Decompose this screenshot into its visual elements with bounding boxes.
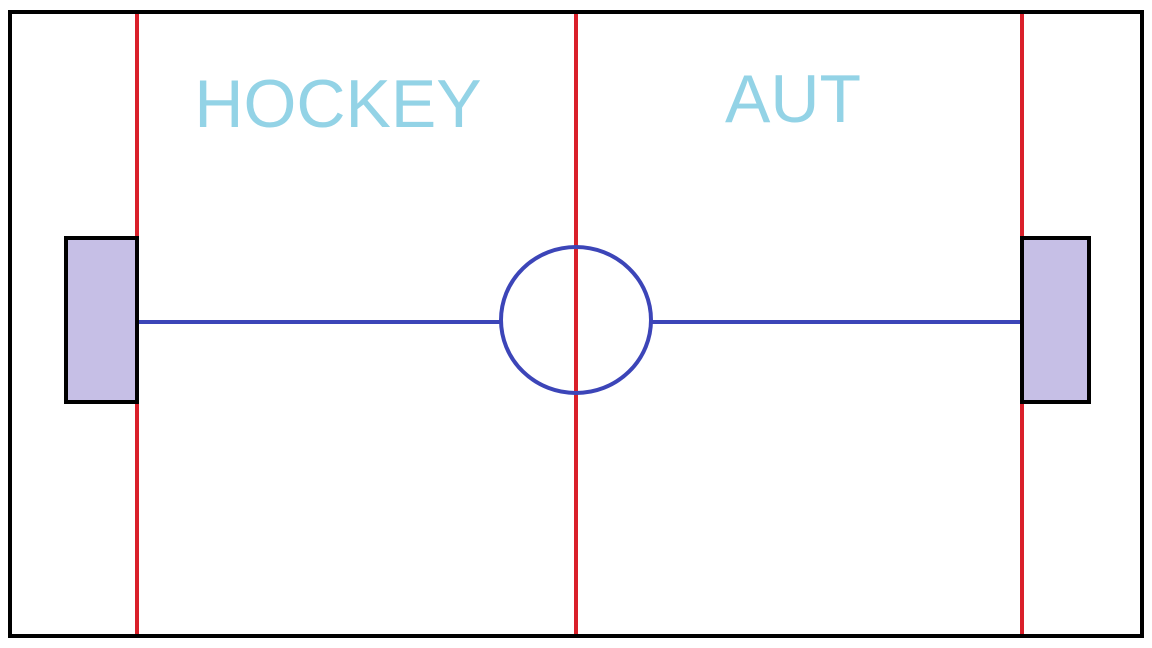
left-label: HOCKEY: [194, 66, 481, 142]
right-goal: [1020, 236, 1091, 404]
left-goal: [64, 236, 139, 404]
right-label: AUT: [725, 61, 861, 137]
center-circle: [499, 245, 653, 395]
